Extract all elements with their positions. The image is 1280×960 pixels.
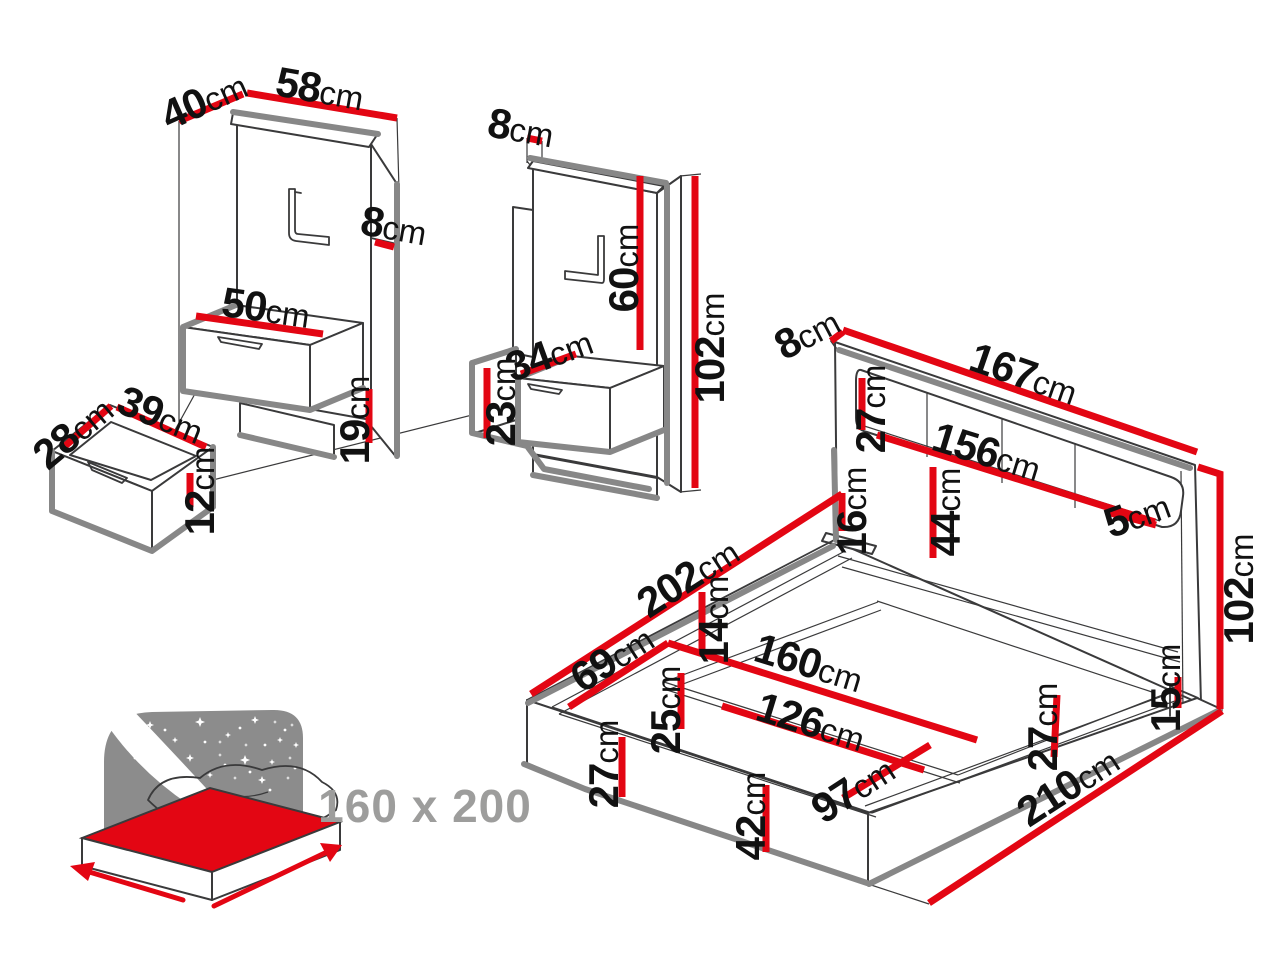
dim-label-42cm: 42cm [727, 772, 774, 861]
dim-label-50cm: 50cm [219, 278, 313, 337]
headboard-cushion-panel [855, 368, 1185, 529]
right-rail-notch [1169, 685, 1199, 717]
led-lamp-icon [288, 188, 330, 246]
bed-size-label: 160 x 200 [318, 780, 532, 832]
dim-label-27cm: 27cm [1019, 683, 1066, 772]
drawer-box-inner [69, 421, 197, 481]
dim-label-27cm: 27cm [847, 365, 894, 454]
dim-label-14cm: 14cm [690, 576, 737, 665]
dim-label-44cm: 44cm [922, 468, 969, 557]
dim-label-60cm: 60cm [600, 224, 647, 313]
dim-label-25cm: 25cm [642, 666, 689, 755]
icon-stars [133, 716, 299, 792]
bed-size-icon: 160 x 200 [70, 703, 532, 909]
drawer-box-handle [87, 461, 128, 484]
icon-length-arrow [211, 843, 342, 909]
dim-label-16cm: 16cm [828, 467, 875, 556]
wall-panel-nightstand-left [180, 109, 400, 460]
dim-label-102cm: 102cm [686, 292, 733, 403]
dim-label-102cm: 102cm [1215, 533, 1262, 644]
dim-label-19cm: 19cm [331, 376, 378, 465]
led-lamp-icon [564, 235, 605, 284]
bed-frame [521, 331, 1223, 887]
dimension-lines [61, 89, 1224, 906]
icon-width-arrow [70, 862, 186, 903]
drawer-box [49, 404, 216, 554]
drawer-handle [527, 383, 563, 395]
dim-label-12cm: 12cm [176, 447, 223, 536]
dim-label-23cm: 23cm [477, 358, 524, 447]
dim-label-8cm: 8cm [484, 99, 558, 157]
drawer-handle [217, 336, 263, 350]
dim-label-69cm: 69cm [562, 614, 662, 702]
dim-label-27cm: 27cm [580, 720, 627, 809]
wall-panel-nightstand-right [469, 155, 682, 501]
dim-label-15cm: 15cm [1142, 644, 1189, 733]
top-shelf-bar [527, 160, 665, 194]
dim-label-58cm: 58cm [272, 58, 368, 120]
panel-wing [512, 206, 534, 358]
icon-mattress-side [211, 821, 341, 901]
